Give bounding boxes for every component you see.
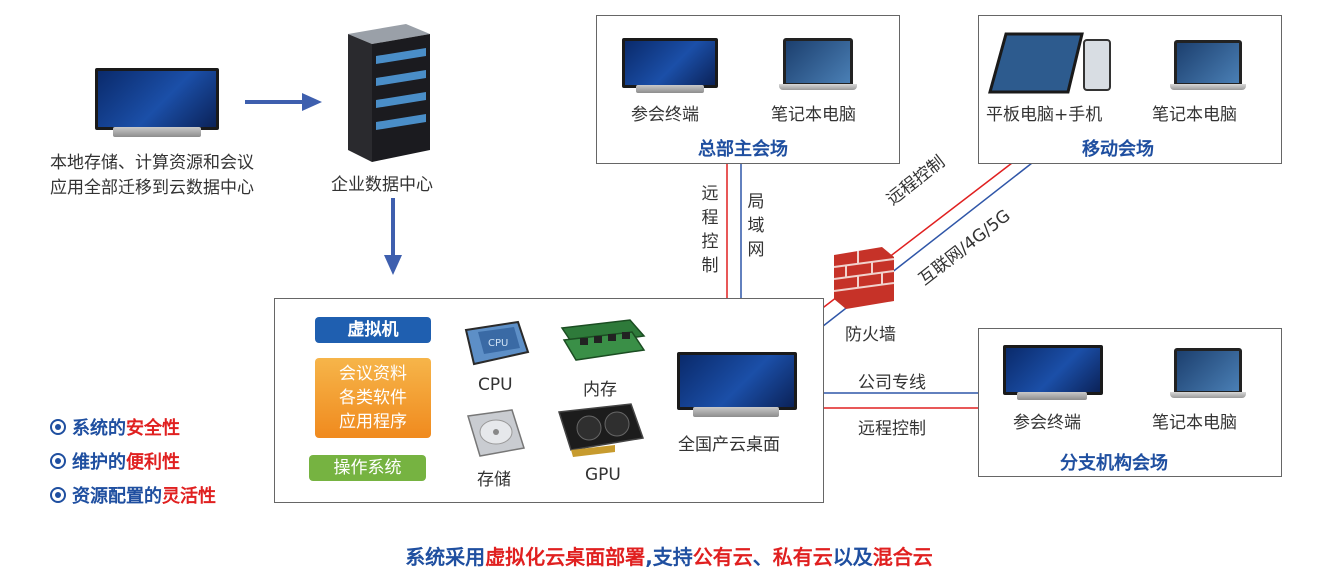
hq-laptop-label: 笔记本电脑 bbox=[771, 105, 856, 125]
software-line3: 应用程序 bbox=[339, 412, 407, 432]
bullet-convenience: 维护的便利性 bbox=[50, 448, 180, 474]
cpu-icon: CPU bbox=[458, 318, 532, 370]
software-line2: 各类软件 bbox=[339, 388, 407, 408]
hq-laptop-icon bbox=[779, 38, 857, 94]
firewall-label: 防火墙 bbox=[845, 325, 896, 345]
hq-lan-label: 局域网 bbox=[747, 192, 765, 260]
memory-icon bbox=[560, 318, 646, 368]
mobile-laptop-label: 笔记本电脑 bbox=[1152, 105, 1237, 125]
hq-title: 总部主会场 bbox=[698, 139, 788, 160]
leased-line-label: 公司专线 bbox=[858, 373, 926, 393]
datacenter-label: 企业数据中心 bbox=[331, 175, 433, 195]
storage-icon bbox=[462, 408, 528, 460]
tablet-phone-icon bbox=[988, 30, 1118, 98]
footer-caption: 系统采用虚拟化云桌面部署,支持公有云、私有云以及混合云 bbox=[405, 545, 933, 569]
svg-text:CPU: CPU bbox=[488, 338, 508, 349]
hq-terminal-icon bbox=[622, 38, 718, 96]
branch-terminal-label: 参会终端 bbox=[1013, 413, 1081, 433]
hq-terminal-label: 参会终端 bbox=[631, 105, 699, 125]
mobile-laptop-icon bbox=[1170, 40, 1246, 94]
bullet-dot-icon bbox=[50, 453, 66, 469]
bullet-security: 系统的安全性 bbox=[50, 414, 180, 440]
cloud-desktop-label: 全国产云桌面 bbox=[678, 435, 780, 455]
hq-remote-control-label: 远程控制 bbox=[701, 184, 719, 276]
bullet-dot-icon bbox=[50, 419, 66, 435]
memory-label: 内存 bbox=[583, 380, 617, 400]
branch-title: 分支机构会场 bbox=[1060, 453, 1168, 474]
cpu-label: CPU bbox=[478, 375, 513, 395]
gpu-icon bbox=[555, 402, 647, 460]
branch-terminal-icon bbox=[1003, 345, 1103, 403]
cloud-desktop-icon bbox=[677, 352, 797, 418]
software-line1: 会议资料 bbox=[339, 364, 407, 384]
branch-remote-control-label: 远程控制 bbox=[858, 419, 926, 439]
datacenter-down-arrow bbox=[384, 198, 402, 275]
os-tag: 操作系统 bbox=[309, 455, 426, 481]
branch-laptop-icon bbox=[1170, 348, 1246, 402]
mobile-remote-control-line bbox=[787, 162, 1013, 335]
bullet-dot-icon bbox=[50, 487, 66, 503]
migrate-arrow bbox=[245, 93, 322, 111]
migrate-text-line2: 应用全部迁移到云数据中心 bbox=[50, 178, 254, 198]
migrate-text-line1: 本地存储、计算资源和会议 bbox=[50, 153, 254, 173]
mobile-internet-line bbox=[794, 162, 1033, 349]
storage-label: 存储 bbox=[477, 470, 511, 490]
branch-laptop-label: 笔记本电脑 bbox=[1152, 413, 1237, 433]
firewall-icon bbox=[828, 245, 900, 311]
software-tag: 会议资料 各类软件 应用程序 bbox=[315, 358, 431, 438]
local-monitor bbox=[95, 68, 220, 138]
server-icon bbox=[336, 22, 436, 164]
mobile-tablet-label: 平板电脑+手机 bbox=[986, 105, 1103, 125]
vm-tag: 虚拟机 bbox=[315, 317, 431, 343]
bullet-flexibility: 资源配置的灵活性 bbox=[50, 482, 216, 508]
mobile-title: 移动会场 bbox=[1082, 139, 1154, 160]
gpu-label: GPU bbox=[585, 465, 621, 485]
